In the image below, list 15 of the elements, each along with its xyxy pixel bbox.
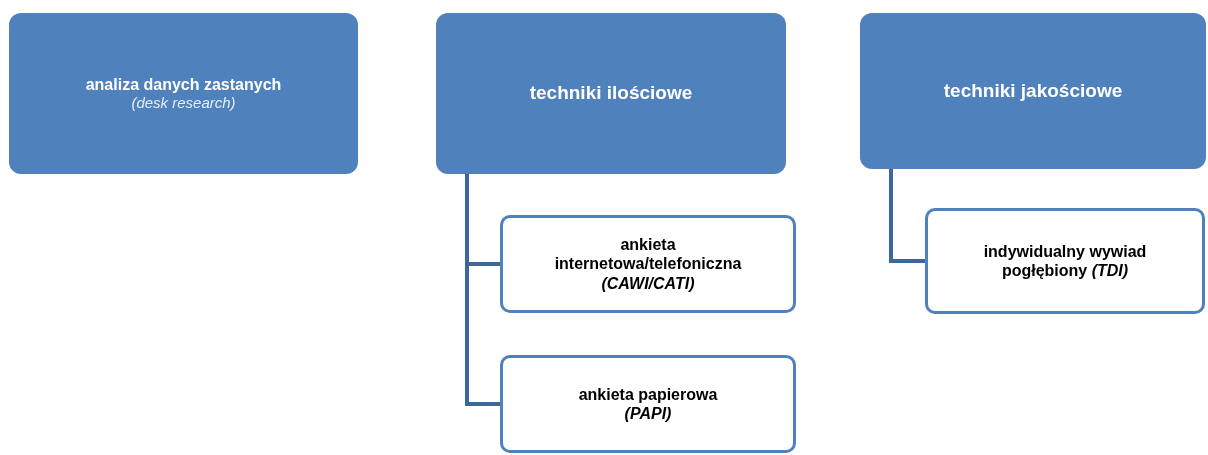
category-box [436, 13, 786, 174]
box-subtitle: (desk research) [131, 94, 236, 113]
box-title: techniki jakościowe [943, 79, 1123, 103]
category-box [860, 13, 1206, 169]
method-box [500, 355, 796, 453]
box-title: ankieta internetowa/telefoniczna (CAWI/CATI) [553, 235, 743, 293]
method-box [925, 208, 1205, 314]
box-title: techniki ilościowe [529, 82, 693, 105]
box-title: ankieta papierowa (PAPI) [577, 384, 719, 424]
connector-line [889, 169, 925, 263]
box-title: indywidualny wywiad pogłębiony (TDI) [982, 241, 1148, 281]
method-box [500, 215, 796, 313]
box-title: analiza danych zastanych [85, 74, 282, 95]
category-box [9, 13, 358, 174]
connector-line [465, 174, 500, 406]
